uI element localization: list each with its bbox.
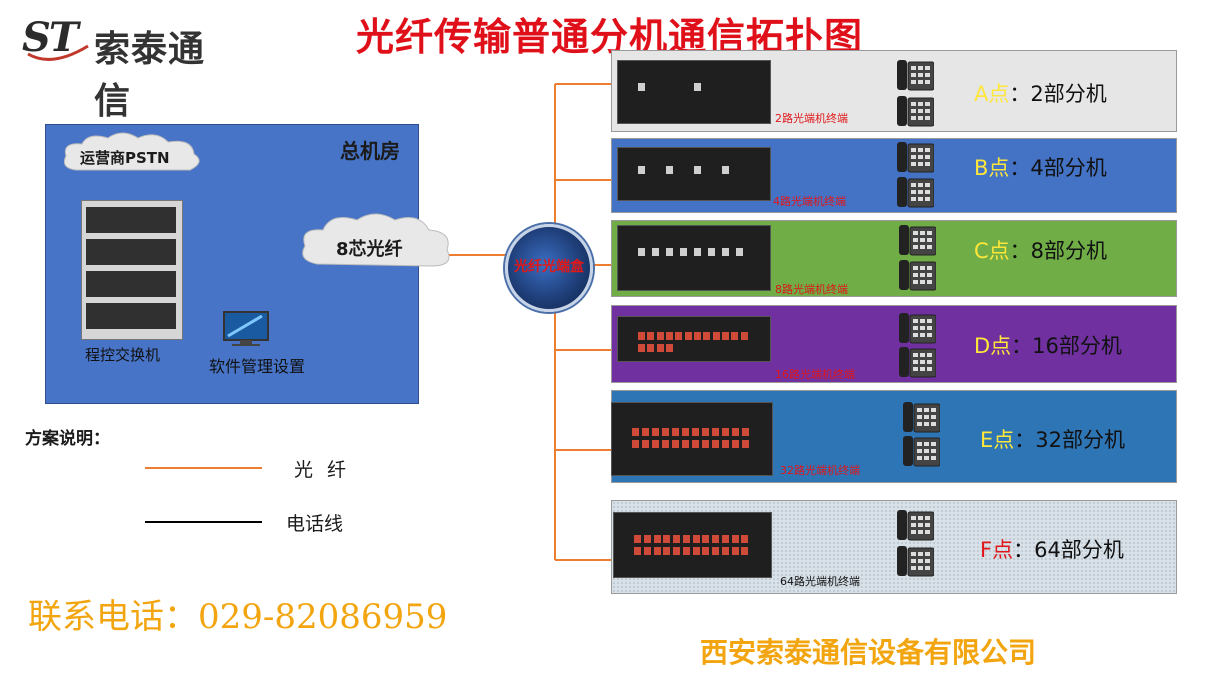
branch-extension-count: 64部分机 xyxy=(1034,538,1124,562)
branch-letter: A点 xyxy=(974,82,1010,106)
fiber-terminal-device-c xyxy=(617,225,771,291)
telephone-icon xyxy=(897,60,934,91)
branch-point-label-d: D点：16部分机 xyxy=(974,330,1122,360)
telephone-icon xyxy=(899,347,936,378)
fiber-terminal-device-d xyxy=(617,316,771,362)
pstn-cloud-icon xyxy=(63,132,200,171)
pstn-label: 运营商PSTN xyxy=(80,149,170,167)
branch-extension-count: 32部分机 xyxy=(1035,428,1126,452)
fiber-terminal-device-b xyxy=(617,147,771,201)
branch-point-label-c: C点：8部分机 xyxy=(974,235,1107,265)
branch-colon: ： xyxy=(1011,334,1033,358)
branch-colon: ： xyxy=(1009,156,1031,180)
device-label-d: 16路光端机终端 xyxy=(775,368,855,381)
branch-point-label-b: B点：4部分机 xyxy=(974,152,1107,182)
branch-extension-count: 2部分机 xyxy=(1030,82,1107,106)
telephone-icon xyxy=(897,177,934,208)
device-label-e: 32路光端机终端 xyxy=(780,464,860,477)
device-label-f: 64路光端机终端 xyxy=(780,575,860,588)
splice-box-label: 光纤光端盒 xyxy=(514,259,584,275)
telephone-icon xyxy=(903,402,940,433)
telephone-icon xyxy=(897,546,934,577)
telephone-icon xyxy=(897,142,934,173)
branch-letter: C点 xyxy=(974,239,1010,263)
branch-letter: D点 xyxy=(974,334,1012,358)
fiber-terminal-device-e xyxy=(611,402,773,476)
branch-extension-count: 8部分机 xyxy=(1030,239,1108,263)
contact-hotline: 联系电话：029-82086959 xyxy=(28,597,448,637)
legend-phone-line-label: 电话线 xyxy=(286,513,344,535)
telephone-icon xyxy=(899,313,936,344)
branch-extension-count: 4部分机 xyxy=(1030,156,1107,180)
fiber-cloud-icon xyxy=(302,213,450,267)
branch-colon: ： xyxy=(1009,82,1031,106)
telephone-icon xyxy=(897,510,934,541)
device-label-a: 2路光端机终端 xyxy=(775,112,848,125)
logo-initials: ST xyxy=(22,14,79,61)
telephone-icon xyxy=(899,260,936,291)
telephone-icon xyxy=(899,225,936,256)
branch-colon: ： xyxy=(1009,239,1031,263)
exchange-rack-icon xyxy=(81,200,183,340)
legend-fiber-label: 光纤 xyxy=(294,459,361,481)
legend-fiber-swatch xyxy=(145,467,262,469)
device-label-c: 8路光端机终端 xyxy=(775,283,848,296)
company-name: 西安索泰通信设备有限公司 xyxy=(700,636,1037,669)
fiber-terminal-device-f xyxy=(613,512,772,578)
company-logo: ST 索泰通信 xyxy=(22,10,222,122)
telephone-icon xyxy=(897,96,934,127)
central-office-title: 总机房 xyxy=(340,139,400,163)
legend-phone-line-swatch xyxy=(145,521,262,523)
exchange-label: 程控交换机 xyxy=(85,346,161,364)
logo-text: 索泰通信 xyxy=(94,29,206,122)
branch-letter: B点 xyxy=(974,156,1010,180)
logo-swoosh-icon xyxy=(27,44,89,61)
legend-title: 方案说明： xyxy=(25,429,110,449)
branch-colon: ： xyxy=(1014,428,1036,452)
branch-point-label-f: F点：64部分机 xyxy=(980,534,1124,564)
fiber-terminal-device-a xyxy=(617,60,771,124)
pc-monitor-icon xyxy=(223,311,269,346)
splice-box-globe-icon xyxy=(505,224,593,312)
software-label: 软件管理设置 xyxy=(209,357,306,376)
branch-extension-count: 16部分机 xyxy=(1032,334,1122,358)
branch-colon: ： xyxy=(1013,538,1035,562)
branch-letter: F点 xyxy=(980,538,1014,562)
branch-letter: E点 xyxy=(980,428,1015,452)
branch-point-label-e: E点：32部分机 xyxy=(980,424,1125,454)
device-label-b: 4路光端机终端 xyxy=(773,195,846,208)
fiber-cloud-label: 8芯光纤 xyxy=(336,239,403,260)
branch-point-label-a: A点：2部分机 xyxy=(974,78,1107,108)
telephone-icon xyxy=(903,436,940,467)
